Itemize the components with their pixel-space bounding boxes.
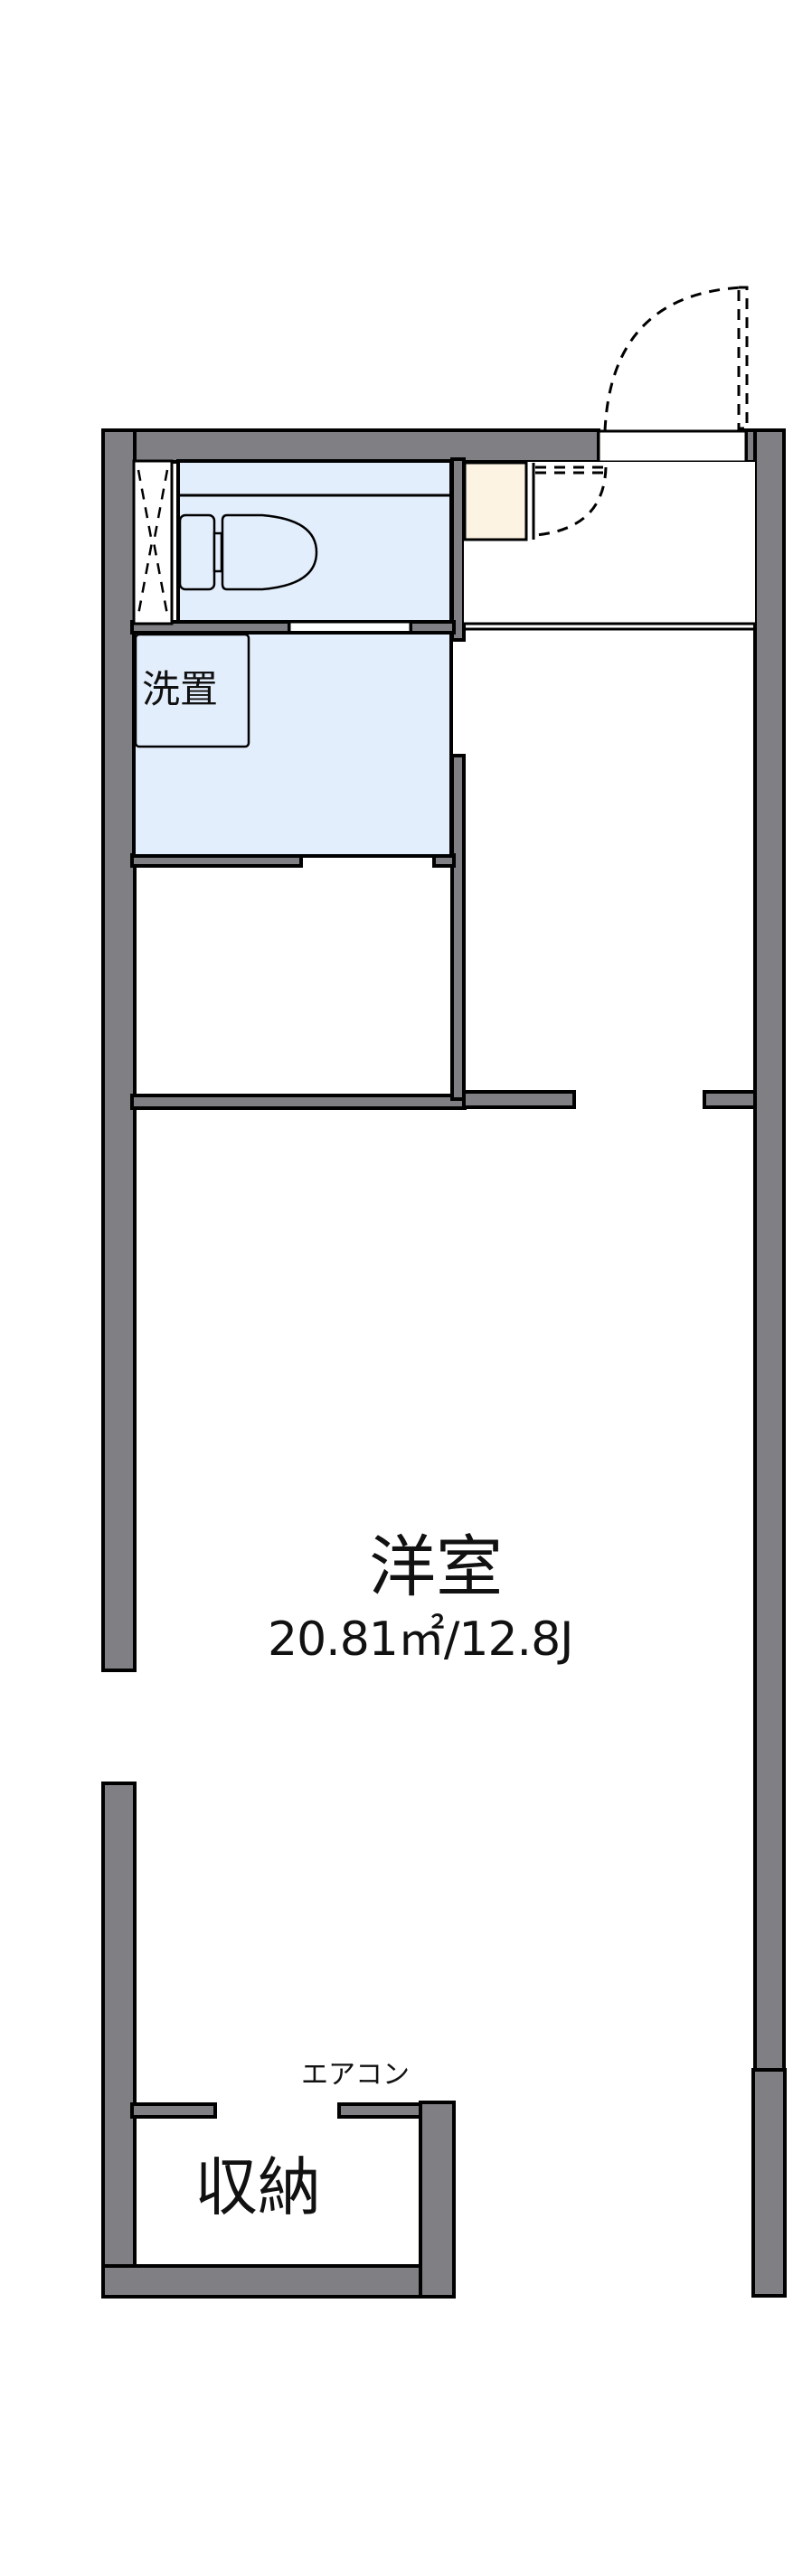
wall-right [753,428,786,2106]
wall-left-lower [101,1782,137,2299]
wall-kitchen-room-right [703,1090,757,1109]
outer-walls [101,428,787,2299]
main-room-area: 20.81㎡/12.8J [268,1612,574,1667]
storage-label: 収納 [194,2150,321,2224]
washroom [132,631,453,858]
wall-partition-lower [450,754,466,1101]
air-conditioner-label: エアコン [301,2059,410,2091]
wall-top [101,428,600,464]
toilet-icon [178,513,318,591]
wall-storage-top-left [130,2102,217,2119]
wall-left-upper [101,428,137,1672]
main-room-name: 洋室 [369,1528,503,1606]
toilet-room [132,459,453,625]
toilet-niche [132,459,174,625]
entrance-door-leaf [737,286,749,430]
entrance-door-swing [603,286,744,432]
entrance-door[interactable] [597,286,749,464]
wall-partition-upper [450,457,466,642]
washer-space [134,633,250,748]
shoe-cabinet [463,461,528,541]
wall-storage-top-right [337,2102,424,2119]
entrance-door-frame [597,429,748,464]
wall-bottom [101,2264,456,2299]
wall-bath-room [130,1094,467,1110]
wall-storage-right [419,2101,456,2299]
wall-kitchen-room [462,1090,576,1109]
wall-right-balcony [751,2068,787,2298]
washer-space-label: 洗置 [142,667,219,711]
genkan [463,461,755,631]
